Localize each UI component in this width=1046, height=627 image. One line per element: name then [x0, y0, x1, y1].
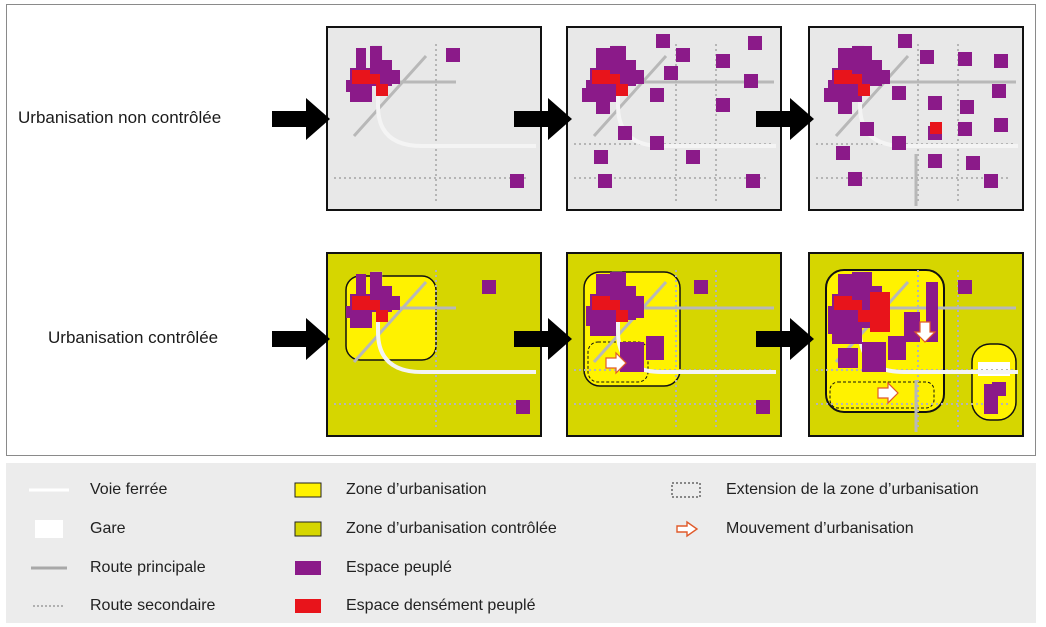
legend-item-populated-space: Espace peuplé — [282, 557, 452, 579]
legend-item-station: Gare — [26, 518, 126, 540]
legend-item-main-road: Route principale — [26, 557, 206, 579]
legend-label: Gare — [90, 520, 126, 537]
legend-label: Mouvement d’urbanisation — [726, 520, 914, 537]
legend-label: Voie ferrée — [90, 481, 168, 498]
urbanisation-zone-icon — [282, 481, 328, 499]
controlled-stage-1-panel — [326, 252, 542, 437]
legend-label: Espace peuplé — [346, 559, 452, 576]
populated-space-icon — [282, 559, 328, 577]
controlled-stage-2-panel — [566, 252, 782, 437]
legend-item-secondary-road: Route secondaire — [26, 595, 215, 617]
controlled-zone-icon — [282, 520, 328, 538]
stage-arrow-icon — [756, 98, 814, 140]
row-label-uncontrolled: Urbanisation non contrôlée — [18, 108, 222, 127]
row-label-controlled: Urbanisation contrôlée — [48, 328, 219, 347]
stage-arrow-icon — [514, 98, 572, 140]
station-icon — [26, 520, 72, 538]
stage-arrow-icon — [756, 318, 814, 360]
main-road-icon — [26, 559, 72, 577]
uncontrolled-stage-3-panel — [808, 26, 1024, 211]
legend-label: Zone d’urbanisation — [346, 481, 487, 498]
stage-arrow-icon — [272, 318, 330, 360]
controlled-stage-3-panel — [808, 252, 1024, 437]
rail-line-icon — [26, 481, 72, 499]
legend-item-zone-extension: Extension de la zone d’urbanisation — [662, 479, 979, 501]
urbanisation-movement-icon — [662, 520, 708, 538]
secondary-road-icon — [26, 597, 72, 615]
legend: Voie ferrée Gare Route principale Route … — [6, 463, 1036, 623]
legend-item-urbanisation-zone: Zone d’urbanisation — [282, 479, 487, 501]
legend-item-controlled-zone: Zone d’urbanisation contrôlée — [282, 518, 557, 540]
legend-label: Extension de la zone d’urbanisation — [726, 481, 979, 498]
legend-item-urbanisation-movement: Mouvement d’urbanisation — [662, 518, 914, 540]
dense-space-icon — [282, 597, 328, 615]
legend-label: Route secondaire — [90, 597, 216, 614]
legend-label: Espace densément peuplé — [346, 597, 536, 614]
legend-item-dense-space: Espace densément peuplé — [282, 595, 535, 617]
legend-label: Route principale — [90, 559, 206, 576]
legend-item-rail: Voie ferrée — [26, 479, 167, 501]
stage-arrow-icon — [514, 318, 572, 360]
uncontrolled-stage-2-panel — [566, 26, 782, 211]
legend-label: Zone d’urbanisation contrôlée — [346, 520, 557, 537]
uncontrolled-stage-1-panel — [326, 26, 542, 211]
stage-arrow-icon — [272, 98, 330, 140]
zone-extension-icon — [662, 481, 708, 499]
